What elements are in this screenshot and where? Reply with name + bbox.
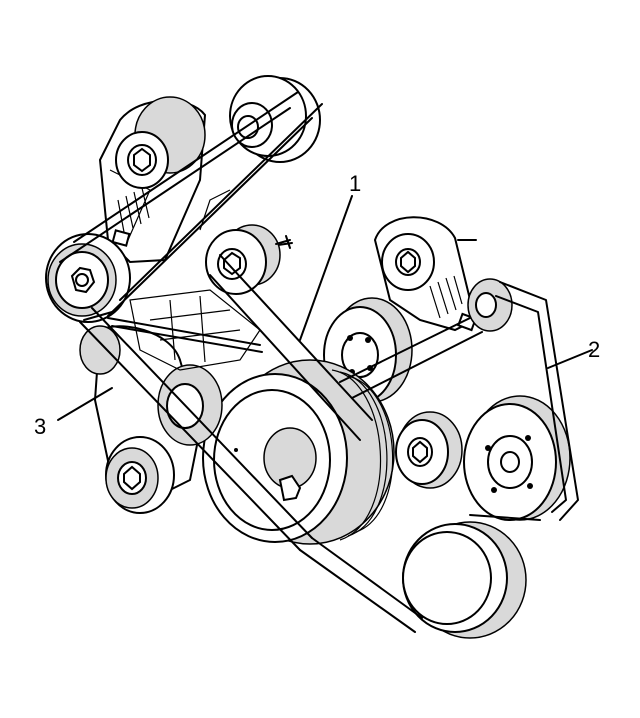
right-tensioner-bracket (373, 216, 513, 332)
left-upper-pulley (45, 233, 131, 323)
callout-1-label: 1 (349, 171, 361, 196)
callout-1-leader (299, 195, 353, 341)
lower-left-tensioner (79, 325, 223, 514)
top-idler-pulley (229, 75, 321, 163)
callout-3-label: 3 (34, 414, 46, 439)
belt-2 (469, 281, 579, 521)
callout-2-label: 2 (588, 337, 600, 362)
power-steering-pulley (463, 395, 571, 521)
callout-2-leader (547, 349, 593, 369)
callout-3-leader (57, 387, 113, 421)
ac-compressor-pulley (402, 521, 527, 639)
belt-3 (59, 91, 323, 353)
crankshaft-balancer (202, 359, 395, 545)
belt-1 (79, 254, 483, 633)
center-idler-pulley (205, 224, 293, 295)
upper-tensioner-bracket (98, 96, 207, 264)
lower-right-idler-pulley (395, 411, 463, 489)
